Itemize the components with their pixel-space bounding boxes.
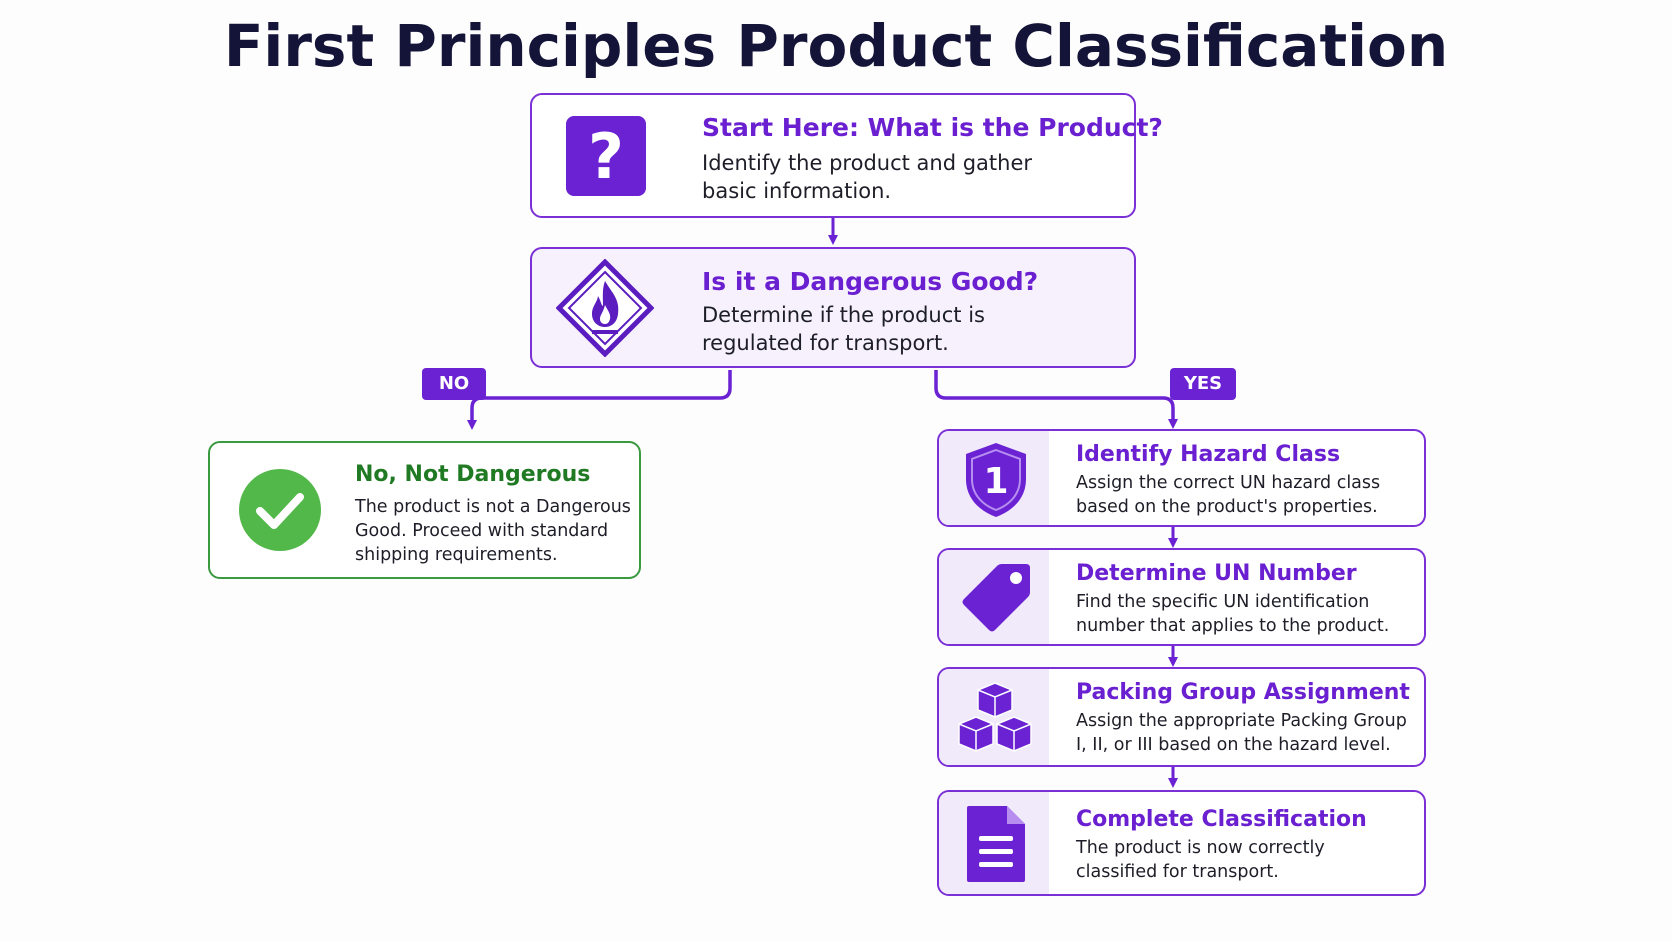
check-circle-icon [238, 468, 322, 552]
hazard-class-step-box: 1 Identify Hazard Class Assign the corre… [937, 429, 1426, 527]
complete-classification-step-box: Complete Classification The product is n… [937, 790, 1426, 896]
not-dangerous-heading: No, Not Dangerous [355, 462, 591, 487]
no-branch-label: NO [422, 368, 486, 400]
svg-text:?: ? [588, 120, 624, 193]
hazard-class-description: Assign the correct UN hazard class based… [1076, 473, 1381, 517]
hazard-class-heading: Identify Hazard Class [1076, 442, 1341, 467]
stacked-boxes-icon [956, 681, 1034, 755]
svg-text:1: 1 [983, 461, 1008, 502]
start-step-box: ? Start Here: What is the Product? Ident… [530, 93, 1163, 218]
shield-number-one-icon: 1 [963, 441, 1029, 519]
packing-group-heading: Packing Group Assignment [1076, 680, 1410, 705]
document-icon [965, 804, 1027, 884]
question-mark-icon: ? [565, 115, 647, 197]
tag-icon [958, 560, 1034, 636]
packing-group-description: Assign the appropriate Packing Group I, … [1076, 711, 1407, 755]
un-number-heading: Determine UN Number [1076, 561, 1357, 586]
un-number-step-box: Determine UN Number Find the specific UN… [937, 548, 1426, 646]
yes-branch-label: YES [1170, 368, 1236, 400]
start-step-description: Identify the product and gather basic in… [702, 151, 1033, 203]
connector-yes-branch [934, 370, 1178, 429]
connector-no-branch [467, 370, 732, 430]
decision-step-heading: Is it a Dangerous Good? [702, 267, 1039, 296]
flammable-hazard-diamond-icon [555, 258, 655, 358]
un-number-description: Find the specific UN identification numb… [1076, 592, 1390, 636]
decision-step-box: Is it a Dangerous Good? Determine if the… [530, 247, 1136, 368]
not-dangerous-description: The product is not a Dangerous Good. Pro… [355, 497, 631, 565]
complete-classification-description: The product is now correctly classified … [1076, 838, 1325, 882]
start-step-heading: Start Here: What is the Product? [702, 113, 1163, 142]
not-dangerous-box: No, Not Dangerous The product is not a D… [208, 441, 641, 579]
page-title: First Principles Product Classification [223, 12, 1449, 80]
packing-group-step-box: Packing Group Assignment Assign the appr… [937, 667, 1426, 767]
decision-step-description: Determine if the product is regulated fo… [702, 303, 985, 355]
complete-classification-heading: Complete Classification [1076, 807, 1367, 832]
